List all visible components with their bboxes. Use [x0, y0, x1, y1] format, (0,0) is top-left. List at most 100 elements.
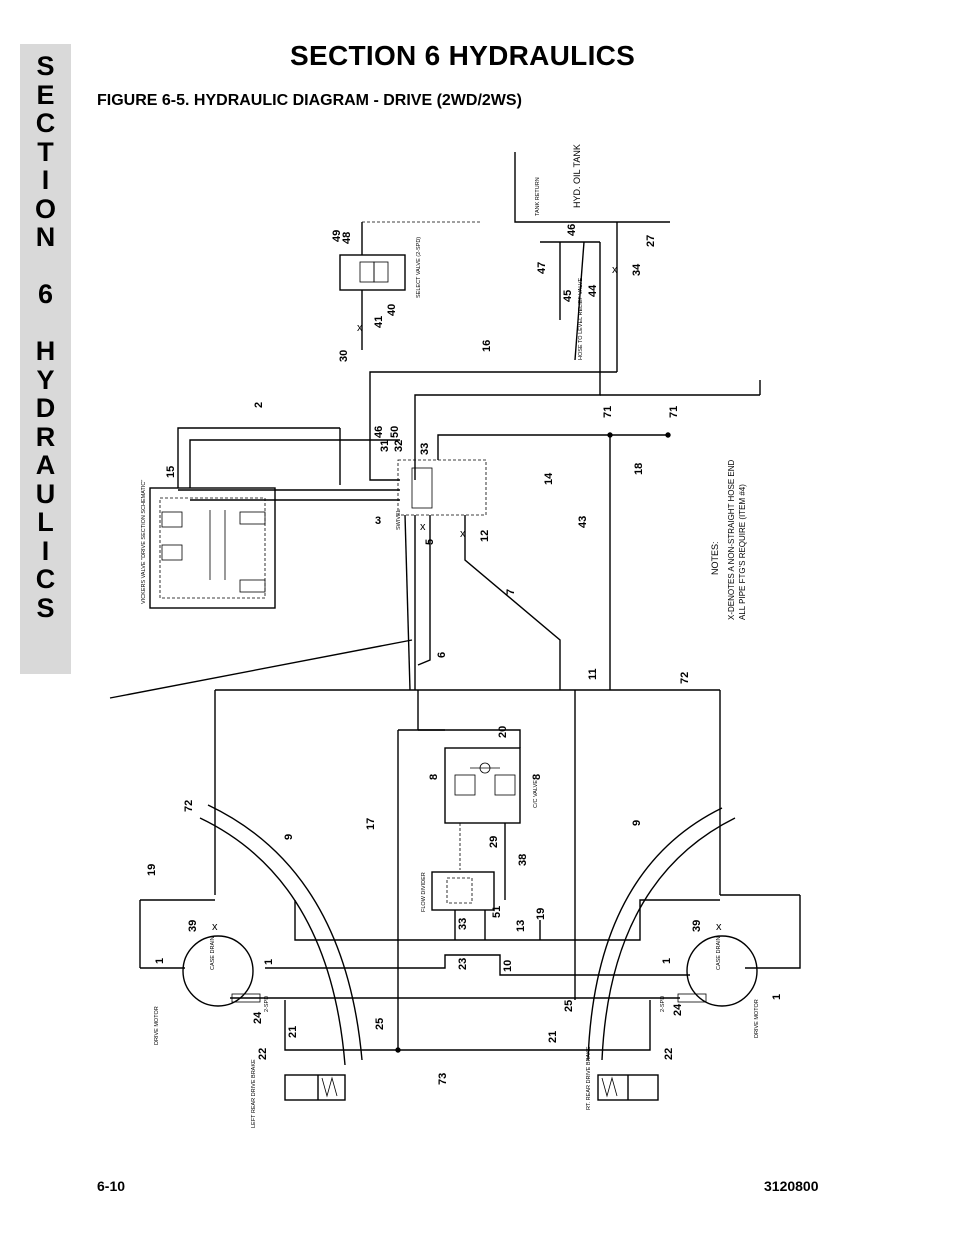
callout-1-right-inner: 1 [661, 958, 673, 964]
callout-10: 10 [502, 960, 514, 972]
callout-16: 16 [481, 340, 493, 352]
side-tab-letter: L [37, 507, 54, 537]
side-tab-letter: R [35, 421, 56, 452]
right-drive-motor: CASE DRAIN DRIVE MOTOR 2-SPD [660, 935, 760, 1038]
callout-24-left: 24 [252, 1011, 264, 1024]
callout-2: 2 [253, 402, 265, 408]
callout-73: 73 [437, 1073, 449, 1085]
side-tab-letter: C [35, 564, 56, 594]
callout-7: 7 [505, 589, 517, 595]
callout-51: 51 [491, 906, 503, 918]
callout-44: 44 [587, 284, 599, 297]
svg-text:x: x [212, 921, 218, 933]
callout-71-left: 71 [602, 406, 614, 418]
callout-31: 31 [379, 440, 391, 452]
left-rear-brake: LEFT REAR DRIVE BRAKE [251, 1059, 346, 1128]
svg-text:x: x [357, 322, 363, 334]
right-drive-motor-label: DRIVE MOTOR [754, 999, 760, 1038]
callout-25-right: 25 [563, 1000, 575, 1012]
callout-38: 38 [517, 854, 529, 866]
notes-heading: NOTES: [710, 541, 720, 575]
callout-22-right: 22 [663, 1048, 675, 1060]
left-drive-motor: CASE DRAIN DRIVE MOTOR 2-SPD [154, 935, 270, 1045]
callout-72-top: 72 [679, 672, 691, 684]
left-case-drain-label: CASE DRAIN [210, 936, 216, 970]
notes-line-1: X-DENOTES A NON-STRAIGHT HOSE END [727, 459, 736, 620]
figure-title: FIGURE 6-5. HYDRAULIC DIAGRAM - DRIVE (2… [97, 92, 522, 109]
side-tab-letter: S [36, 592, 55, 623]
lower-lines [139, 894, 801, 1053]
callout-24-right: 24 [672, 1003, 684, 1016]
side-tab-letter: T [37, 136, 54, 167]
callout-72-left: 72 [183, 800, 195, 812]
select-valve-label: SELECT VALVE (2-SPD) [416, 237, 422, 298]
side-tab-letter: I [41, 535, 50, 566]
callout-25-left: 25 [374, 1018, 386, 1030]
callout-15: 15 [165, 466, 177, 478]
side-tab-letter: Y [36, 364, 55, 395]
rt-rear-brake-label: RT. REAR DRIVE BRAKE [586, 1046, 592, 1110]
svg-text:x: x [716, 921, 722, 933]
callout-21-left: 21 [287, 1026, 299, 1038]
swivel: SWIVEL [396, 432, 671, 690]
callout-33-top: 33 [419, 443, 431, 455]
callout-30: 30 [338, 350, 350, 362]
callout-46-top: 46 [566, 224, 578, 236]
tank-return-label: TANK RETURN [535, 177, 541, 216]
callout-33-bottom: 33 [457, 918, 469, 930]
callout-9-right: 9 [631, 820, 643, 826]
callout-22-left: 22 [257, 1048, 269, 1060]
cc-valve: C/C VALVE [397, 729, 539, 940]
callout-numbers: 49 48 46 47 27 34 45 44 41 40 30 16 2 15… [146, 224, 783, 1085]
callout-1-left-outer: 1 [154, 958, 166, 964]
callout-41: 41 [373, 316, 385, 328]
callout-39-right: 39 [691, 920, 703, 932]
side-tab-letter: O [34, 193, 56, 224]
callout-14: 14 [543, 472, 555, 485]
side-tab-letter: H [35, 336, 56, 366]
right-case-drain-label: CASE DRAIN [716, 936, 722, 970]
left-rear-brake-label: LEFT REAR DRIVE BRAKE [251, 1059, 257, 1128]
tank-return-lines: HOSE TO LEVEL RELIEF VALVE [369, 241, 761, 481]
rt-rear-brake: RT. REAR DRIVE BRAKE [586, 1046, 659, 1110]
callout-5: 5 [424, 539, 436, 545]
callout-49: 49 [331, 230, 343, 242]
callout-71-right: 71 [668, 406, 680, 418]
callout-32: 32 [393, 440, 405, 452]
callout-23: 23 [457, 958, 469, 970]
right-wheel-arc [587, 807, 736, 1061]
swivel-label: SWIVEL [396, 509, 402, 530]
vickers-valve: VICKERS VALVE "DRIVE SECTION SCHEMATIC" [141, 480, 276, 609]
callout-17: 17 [365, 818, 377, 830]
callout-45: 45 [562, 290, 574, 302]
callout-50: 50 [389, 426, 401, 438]
callout-29: 29 [488, 836, 500, 848]
callout-34: 34 [631, 263, 643, 276]
callout-43: 43 [577, 516, 589, 528]
left-two-spd-label: 2-SPD [264, 996, 270, 1012]
section-title: SECTION 6 HYDRAULICS [290, 40, 636, 71]
side-tab-letter: S [36, 51, 55, 81]
callout-18: 18 [633, 463, 645, 475]
callout-20: 20 [497, 726, 509, 738]
callout-6: 6 [436, 652, 448, 658]
callout-19-left: 19 [146, 864, 158, 876]
flow-divider-label: FLOW DIVIDER [421, 872, 427, 912]
callout-39-left: 39 [187, 920, 199, 932]
vickers-valve-label: VICKERS VALVE "DRIVE SECTION SCHEMATIC" [141, 480, 147, 604]
side-tab-letter: A [35, 450, 56, 480]
level-relief-label: HOSE TO LEVEL RELIEF VALVE [578, 277, 584, 360]
frame-diagonal-line [109, 639, 413, 699]
callout-11: 11 [587, 668, 599, 680]
hose-end-marks: x x x x x x [212, 264, 722, 933]
side-tab-letter: I [41, 165, 50, 195]
callout-13: 13 [515, 920, 527, 932]
hydraulic-tank: TANK RETURN HYD. OIL TANK [514, 144, 670, 280]
callout-9-left: 9 [283, 834, 295, 840]
side-tab-letter: N [35, 222, 56, 252]
callout-21-right: 21 [547, 1031, 559, 1043]
callout-46-mid: 46 [373, 426, 385, 438]
